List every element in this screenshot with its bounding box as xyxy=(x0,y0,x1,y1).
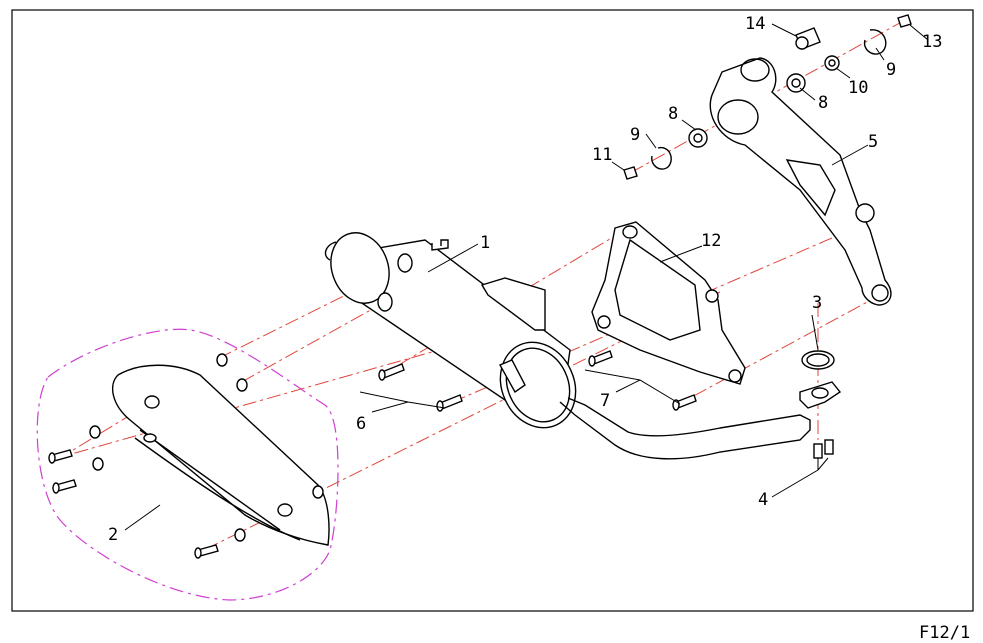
callout-13: 13 xyxy=(922,32,942,52)
shield-washers xyxy=(89,353,324,542)
callout-10: 10 xyxy=(848,78,868,98)
axle-small-parts xyxy=(623,14,912,180)
callout-2: 2 xyxy=(108,525,118,545)
callout-7: 7 xyxy=(600,391,610,411)
drawing-border xyxy=(11,9,974,612)
part-10-washer xyxy=(824,55,840,71)
callout-14: 14 xyxy=(745,14,765,34)
callouts: 1 2 3 4 5 6 7 8 8 9 9 10 11 12 13 14 xyxy=(108,14,942,545)
part-2-heat-shield xyxy=(48,353,330,559)
part-11-spacer xyxy=(623,166,638,180)
callout-9-lower: 9 xyxy=(630,125,640,145)
part-4-nuts xyxy=(813,439,834,459)
callout-5: 5 xyxy=(868,132,878,152)
callout-1: 1 xyxy=(480,233,490,253)
callout-11: 11 xyxy=(592,145,612,165)
part-8-bearing-lower xyxy=(688,128,708,148)
callout-3: 3 xyxy=(812,293,822,313)
callout-9-upper: 9 xyxy=(886,60,896,80)
callout-4: 4 xyxy=(758,490,768,510)
part-1-muffler xyxy=(324,232,842,460)
page-reference: F12/1 xyxy=(919,623,970,643)
callout-8-upper: 8 xyxy=(818,93,828,113)
callout-6: 6 xyxy=(356,414,366,434)
callout-8-lower: 8 xyxy=(668,104,678,124)
callout-12: 12 xyxy=(701,231,721,251)
part-8-bearing-upper xyxy=(786,73,806,93)
leader-lines xyxy=(124,23,929,531)
heat-shield-group-outline xyxy=(36,328,339,601)
part-9-circlip-lower xyxy=(651,146,672,170)
part-3-gasket xyxy=(801,350,835,370)
part-13-spacer xyxy=(897,14,912,28)
shield-screws xyxy=(48,449,219,559)
part-6-bolts xyxy=(378,363,463,412)
part-12-mount-bracket xyxy=(591,221,746,385)
part-5-bracket-arm xyxy=(709,57,892,306)
part-7-bolts xyxy=(588,350,697,411)
part-9-circlip-upper xyxy=(863,29,887,55)
